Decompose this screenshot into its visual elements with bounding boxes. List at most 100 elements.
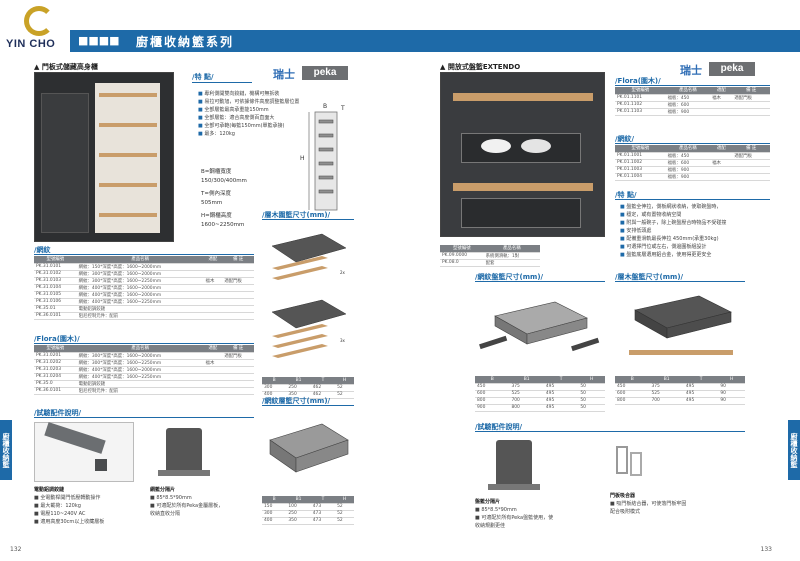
right-page-number: 133 [760,546,772,553]
cell: 網紋：400*深度*高度：1600~2000mm [76,291,204,299]
col-header: B [475,376,510,384]
col-header: T [310,496,336,504]
cell: 52 [335,384,354,392]
cell: 適配門板 [222,352,254,360]
cell: 800 [509,404,544,412]
right-accessory-rule [475,431,745,432]
caption-line: ■ 最大載荷：120kg [34,503,81,509]
cell [222,373,254,381]
cell: 阻尼控制元件：配前 [76,312,204,320]
cell: 473 [310,510,336,518]
col-header: T [683,376,719,384]
divider-caption: 網籃分隔片 ■ 85*8.5*90mm ■ 可適配於所有Peka金屬層板， 收納… [150,486,258,518]
cell: 福木 [710,159,733,167]
caption-line: ■ 吸門板結合器，可使落門板牢固 [610,501,687,507]
cell: 福板：450 [665,94,711,102]
header-banner: ■■■■ 廚櫃收納籃系列 [70,30,800,52]
cell: 600 [615,390,650,398]
cell: 網紋：400*深度*高度：1600~2250mm [76,298,204,306]
col-header: 型號編號 [615,87,666,95]
cell: 福木 [710,94,733,102]
cell: 90 [718,397,745,405]
cabinet-dimension-diagram: H B T [300,103,345,211]
cell: 福木 [203,277,223,285]
right-wood-basket-label: /層木盤籃尺寸(mm)/ [615,273,684,281]
cell [203,366,223,374]
cell [203,284,223,292]
tall-cabinet-photo [34,72,174,242]
wood-basket-diagram: 2x 3x [271,233,347,358]
left-wire-basket-rule [262,405,354,406]
col-header: B [615,376,650,384]
left-brand-country: 瑞士 [273,68,295,81]
cell: 473 [310,517,336,525]
cell: 網紋：400*深度*高度：1600~2000mm [76,366,204,374]
feature-item: 穩定，或有置物收納空間 [620,211,770,219]
svg-text:H: H [300,155,305,162]
cell: 90 [718,390,745,398]
dim-b-label: B=鋼櫃寬度 [201,169,232,175]
cell: 495 [543,397,579,405]
wire-basket-diagram [269,423,349,473]
feature-item: 附與一般碗子，除上碗盤壓合時物品不受碰撞 [620,219,770,227]
cell: 90 [718,383,745,391]
col-header: 產品名稱 [76,256,204,264]
cell [222,366,254,374]
cell: 495 [543,404,579,412]
caption-title: 門板吸合器 [610,493,636,499]
svg-text:3x: 3x [340,338,346,343]
col-header: T [543,376,579,384]
motor-caption: 電動鋁調鉸鏈 ■ 全電動桿開門低壓轉動操作 ■ 最大載荷：120kg ■ 電壓1… [34,486,144,526]
right-section-title: ▲ 開放式盤籃EXTENDO [440,63,521,71]
motor-hinge-image [34,422,134,482]
extendo-photo [440,72,605,237]
feature-item: 安排低頭處 [620,227,770,235]
cell: PK.08.0 [440,259,484,267]
door-holder-image [610,440,650,480]
dimension-notes: B=鋼櫃寬度 150/300/400mm T=側內深度 505mm H=鋼櫃高度… [201,168,247,230]
cell: 網紋：300*深度*高度：1600~2000mm [76,352,204,360]
cell: PK.31.0101 [34,263,77,271]
cell: 網紋：300*深度*高度：1600~2000mm [76,270,204,278]
cell: 900 [475,404,510,412]
dim-t-values: 505mm [201,200,223,206]
feature-item: 盤籃全伸拉，側板網狀收納，使取碗盤時， [620,203,770,211]
col-header: 產品名稱 [483,245,540,253]
left-basket-rule [262,219,354,220]
cell: 網紋：400*深度*高度：1600~2250mm [76,373,204,381]
feature-item: 全部層籃最高承重能150mm [198,106,308,114]
feature-item: 全部可承範(每籃150mm(單籃承接) [198,122,308,130]
left-page-number: 132 [10,546,22,553]
cell: 50 [578,397,605,405]
brand-logo: YIN CHO [6,6,68,54]
right-side-tab: 廚櫃收納籃 [788,420,800,480]
cell: PK.36.0101 [34,387,77,395]
col-header: 型號編號 [440,245,484,253]
col-header: 產品名稱 [665,145,711,153]
left-basket-label: /層木圍籃尺寸(mm)/ [262,211,331,219]
cell: 450 [475,383,510,391]
cell: PK.09.0000 [440,252,484,260]
tray-divider-image [480,436,550,494]
cell [732,108,770,116]
